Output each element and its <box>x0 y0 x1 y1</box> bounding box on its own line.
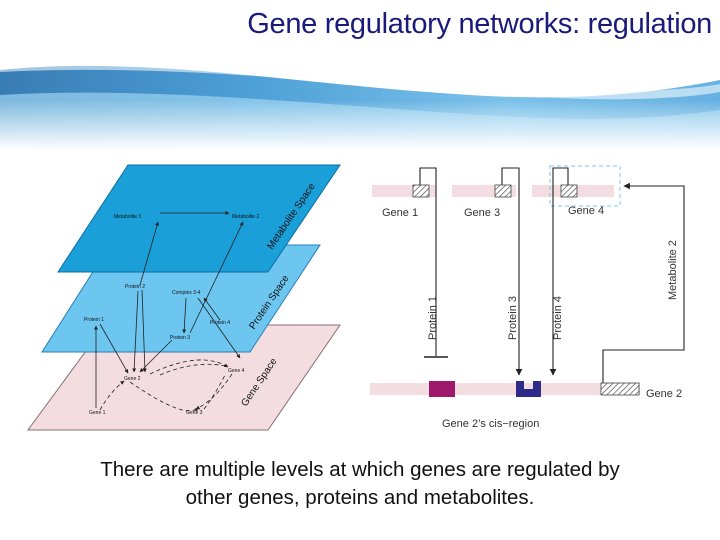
repressor-binding-site <box>429 381 455 397</box>
cis-region-label: Gene 2’s cis−region <box>442 418 539 430</box>
header-wave <box>0 57 720 150</box>
metabolite-2-label: Metabolite 2 <box>667 240 679 300</box>
protein-1-node: Protein 1 <box>84 317 104 323</box>
protein-2-node: Protein 2 <box>125 284 145 290</box>
gene-1-node: Gene 1 <box>89 410 106 416</box>
gene-1-label: Gene 1 <box>382 207 418 219</box>
gene-2-node: Gene 2 <box>124 376 141 382</box>
slide-title: Gene regulatory networks: regulation <box>247 8 712 40</box>
caption: There are multiple levels at which genes… <box>0 456 720 512</box>
protein-3-label: Protein 3 <box>507 296 519 340</box>
cis-regulation-edges <box>419 167 685 383</box>
gene-3-label: Gene 3 <box>464 207 500 219</box>
gene-2-box <box>600 382 640 396</box>
gene-4-highlight <box>549 165 621 207</box>
caption-line-1: There are multiple levels at which genes… <box>100 458 620 481</box>
gene-1-box <box>412 184 430 198</box>
metabolite-2-node: Metabolite 2 <box>232 214 259 220</box>
gene-4-box <box>560 184 578 198</box>
gene-4-node: Gene 4 <box>228 368 245 374</box>
gene-2-dna <box>370 383 640 395</box>
metabolite-space-plane <box>57 164 341 273</box>
gene-3-box <box>494 184 512 198</box>
gene-3-node: Gene 3 <box>186 410 203 416</box>
protein-1-label: Protein 1 <box>427 296 439 340</box>
complex-3-4-node: Complex 3-4 <box>172 290 201 296</box>
caption-line-2: other genes, proteins and metabolites. <box>185 486 535 509</box>
network-edges <box>94 221 244 412</box>
protein-3-node: Protein 3 <box>170 335 190 341</box>
gene-4-label: Gene 4 <box>568 205 604 217</box>
protein-4-node: Protein 4 <box>210 320 230 326</box>
metabolite-1-node: Metabolite 1 <box>114 214 141 220</box>
protein-4-label: Protein 4 <box>552 296 564 340</box>
gene-2-label: Gene 2 <box>646 388 682 400</box>
activator-binding-site <box>516 381 541 397</box>
